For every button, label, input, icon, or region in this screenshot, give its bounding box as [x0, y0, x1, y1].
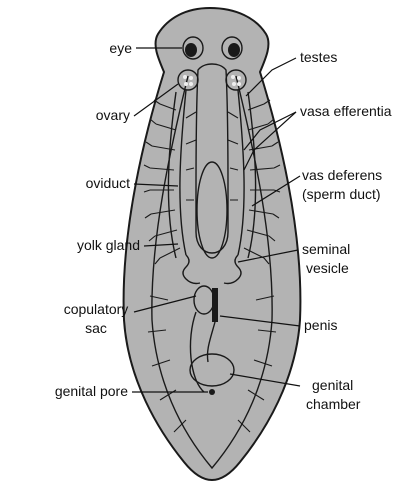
genital-pore: [209, 389, 215, 395]
penis: [212, 288, 218, 322]
label-oviduct: oviduct: [86, 175, 130, 191]
label-vasa-efferentia: vasa efferentia: [300, 103, 392, 119]
label-genital-chamber-1: genital: [312, 377, 353, 393]
label-testes: testes: [300, 49, 337, 65]
label-copulatory-sac-2: sac: [85, 320, 107, 336]
label-vas-deferens-2: (sperm duct): [302, 186, 381, 202]
label-seminal-vesicle-1: seminal: [302, 241, 350, 257]
label-genital-pore: genital pore: [55, 383, 128, 399]
label-yolk-gland: yolk gland: [77, 237, 140, 253]
label-seminal-vesicle-2: vesicle: [306, 260, 349, 276]
label-penis: penis: [304, 317, 337, 333]
label-ovary: ovary: [96, 107, 130, 123]
label-genital-chamber-2: chamber: [306, 396, 361, 412]
label-eye: eye: [109, 40, 132, 56]
body-outline: [124, 8, 301, 480]
label-vas-deferens-1: vas deferens: [302, 167, 382, 183]
label-copulatory-sac-1: copulatory: [64, 301, 129, 317]
